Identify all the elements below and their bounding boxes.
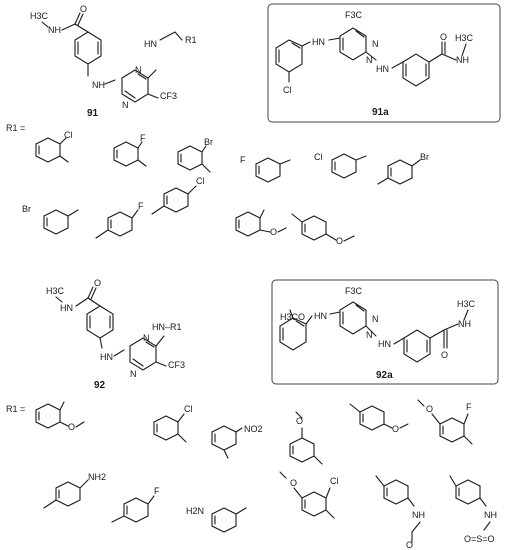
compound-91-structure: H3C NH O NH N N HN R1 CF3 91 xyxy=(30,4,197,119)
c91a-hn-right: HN xyxy=(376,64,389,74)
r92-sub-5: O xyxy=(392,424,399,434)
r92-sub-15: NH xyxy=(484,510,497,520)
c92-hn-aryl: HN xyxy=(100,352,113,362)
c91a-h3c: H3C xyxy=(455,33,474,43)
c91a-o: O xyxy=(440,32,447,42)
c91-cf3-label: CF3 xyxy=(160,91,177,101)
c92-hn-amide: HN xyxy=(60,303,73,313)
c91a-box xyxy=(267,3,501,123)
r91-sub-7: Br xyxy=(22,204,31,214)
r92-sub-7: F xyxy=(466,402,472,412)
r1-set-92-label: R1 = xyxy=(6,404,25,414)
r92-sub-1: O xyxy=(68,422,75,432)
r92-sub-3: NO2 xyxy=(244,424,263,434)
r92-sub-2: Cl xyxy=(184,404,193,414)
r91-sub-1: Cl xyxy=(64,130,73,140)
c91a-nh-amide: NH xyxy=(456,55,469,65)
compound-92a-structure: F3C N N HN H3CO HN O NH H3C 92a xyxy=(279,286,476,381)
r91-sub-11: O xyxy=(336,236,343,246)
r92-sub-13: NH xyxy=(412,510,425,520)
r91-sub-3: Br xyxy=(204,137,213,147)
r1-set-91-label: R1 = xyxy=(6,123,25,133)
r91-sub-2: F xyxy=(140,133,146,143)
compound-92-structure: H3C HN O HN N N HN–R1 CF3 92 xyxy=(46,278,185,391)
c92-h3c: H3C xyxy=(46,286,65,296)
r92-sub-10: H2N xyxy=(186,506,204,516)
c92a-h3c: H3C xyxy=(457,299,476,309)
r91-sub-9: Cl xyxy=(196,176,205,186)
c91a-id: 91a xyxy=(372,107,389,118)
c91-nh-aryl-label: NH xyxy=(92,80,105,90)
r91-sub-4: F xyxy=(240,155,246,165)
r91-sub-8: F xyxy=(138,201,144,211)
r92-sub-9: F xyxy=(154,486,160,496)
c92a-nh-amide: NH xyxy=(458,319,471,329)
c92-n-top: N xyxy=(143,333,150,343)
r92-sub-16: O=S=O xyxy=(464,534,495,544)
c92-hn-r1: HN–R1 xyxy=(152,322,182,332)
r1-set-92-structures: O Cl NO2 O O O F xyxy=(35,399,497,550)
c92a-hn-right: HN xyxy=(378,339,391,349)
c91-hn-link: HN xyxy=(144,39,157,49)
r92-sub-14: O xyxy=(406,540,413,550)
compound-91a-structure: F3C N N HN Cl HN O NH H3C 91a xyxy=(275,10,474,118)
c91-n-bottom: N xyxy=(122,100,129,110)
c91a-n1: N xyxy=(366,55,373,65)
c92a-id: 92a xyxy=(376,370,393,381)
r91-sub-10: O xyxy=(270,227,277,237)
c92a-n2: N xyxy=(372,314,379,324)
c91a-n2: N xyxy=(372,39,379,49)
c92-n-bottom: N xyxy=(130,369,137,379)
c92a-box xyxy=(271,279,499,385)
c91a-cl: Cl xyxy=(283,85,292,95)
r91-sub-6: Br xyxy=(420,152,429,162)
c91-o-label: O xyxy=(80,4,87,14)
c91-id: 91 xyxy=(87,108,99,119)
c92-o: O xyxy=(94,278,101,288)
c92a-n1: N xyxy=(366,330,373,340)
r92-sub-6: O xyxy=(426,404,433,414)
c91-h3c-label: H3C xyxy=(30,11,49,21)
c91-r1-label: R1 xyxy=(185,35,197,45)
r91-sub-5: Cl xyxy=(314,152,323,162)
c91-nh-amide-label: NH xyxy=(48,25,61,35)
c92a-h3co: H3CO xyxy=(280,312,305,322)
r1-set-91-structures: Cl F Br F Cl Br Br xyxy=(22,130,429,246)
c92-cf3: CF3 xyxy=(168,360,185,370)
c92-id: 92 xyxy=(94,380,106,391)
c92a-hn-left: HN xyxy=(314,311,327,321)
c92a-f3c: F3C xyxy=(345,286,363,296)
r92-sub-4: O xyxy=(296,416,303,426)
c91a-hn-left: HN xyxy=(312,37,325,47)
c91a-f3c: F3C xyxy=(345,10,363,20)
r92-sub-8: NH2 xyxy=(88,472,106,482)
r92-sub-12: Cl xyxy=(330,476,339,486)
r92-sub-11: O xyxy=(290,478,297,488)
c91-n-top: N xyxy=(135,65,142,75)
c92a-o: O xyxy=(441,350,448,360)
